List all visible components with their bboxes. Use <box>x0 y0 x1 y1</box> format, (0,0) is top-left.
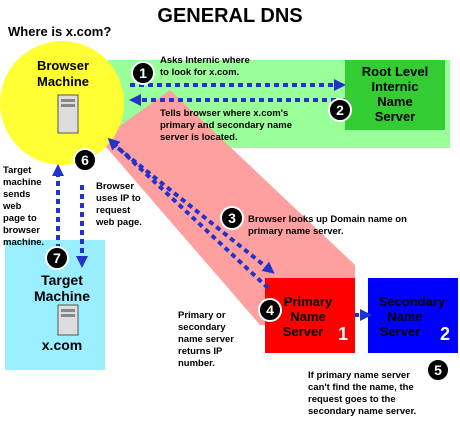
root-label-line1: Root Level <box>362 64 428 79</box>
step-1-caption-line: Asks Internic where <box>160 55 250 66</box>
browser-label-line1: Browser <box>37 58 89 73</box>
primary-label-line2: Name <box>290 309 325 324</box>
step-7-caption-line: sends <box>3 189 30 200</box>
diagram-title: GENERAL DNS <box>157 5 302 27</box>
step-badge-5-number: 5 <box>434 362 442 378</box>
primary-label-line1: Primary <box>284 294 333 309</box>
step-5-caption-line: If primary name server <box>308 370 410 381</box>
browser-computer-icon <box>57 94 79 134</box>
step-badge-7-number: 7 <box>53 250 61 266</box>
step-6-caption-line: web page. <box>95 217 142 228</box>
root-label-line3: Name <box>377 94 412 109</box>
secondary-label-line1: Secondary <box>379 294 446 309</box>
step-2-caption-line: server is located. <box>160 132 238 143</box>
step-badge-4: 4 <box>258 298 282 322</box>
step-badge-5: 5 <box>426 358 450 382</box>
secondary-label-line3: Server <box>380 324 420 339</box>
browser-label-line2: Machine <box>37 74 89 89</box>
step-1-caption-line: to look for x.com. <box>160 67 239 78</box>
step-4-caption-line: returns IP <box>178 346 223 357</box>
step-badge-3-number: 3 <box>228 210 236 226</box>
secondary-number: 2 <box>440 324 450 344</box>
step-4-caption-line: secondary <box>178 322 226 333</box>
primary-number: 1 <box>338 324 348 344</box>
step-7-caption-line: machine <box>3 177 42 188</box>
step-badge-1: 1 <box>131 61 155 85</box>
step-5-caption-line: secondary name server. <box>308 406 416 417</box>
step-badge-1-number: 1 <box>139 65 147 81</box>
step-4-caption-line: Primary or <box>178 310 226 321</box>
step-badge-6: 6 <box>73 148 97 172</box>
step-4-caption-line: name server <box>178 334 234 345</box>
root-label-line4: Server <box>375 109 415 124</box>
question-text: Where is x.com? <box>8 24 111 39</box>
secondary-server-node <box>368 278 458 353</box>
root-server-node <box>345 60 445 130</box>
step-3-caption-line: primary name server. <box>248 226 344 237</box>
step-4-caption-line: number. <box>178 358 215 369</box>
target-label-line2: Machine <box>34 288 90 304</box>
step-6-caption-line: request <box>96 205 131 216</box>
step-badge-2-number: 2 <box>336 102 344 118</box>
step-2-caption-line: Tells browser where x.com's <box>160 108 288 119</box>
step-6-caption-line: uses IP to <box>96 193 141 204</box>
primary-label-line3: Server <box>283 324 323 339</box>
secondary-label-line2: Name <box>387 309 422 324</box>
step-5-caption-line: request goes to the <box>308 394 396 405</box>
step-7-caption-line: browser <box>3 225 40 236</box>
step-badge-6-number: 6 <box>81 152 89 168</box>
step-3-caption-line: Browser looks up Domain name on <box>248 214 407 225</box>
target-computer-icon <box>57 304 79 336</box>
step-7-caption-line: Target <box>3 165 32 176</box>
target-domain-label: x.com <box>42 337 82 353</box>
step-badge-2: 2 <box>328 98 352 122</box>
step-5-caption-line: can't find the name, the <box>308 382 414 393</box>
step-7-caption-line: machine. <box>3 237 44 248</box>
root-label-line2: Internic <box>372 79 419 94</box>
target-label-line1: Target <box>41 272 83 288</box>
step-badge-4-number: 4 <box>266 302 274 318</box>
step-7-caption-line: web <box>2 201 22 212</box>
step-badge-3: 3 <box>220 206 244 230</box>
step-badge-7: 7 <box>45 246 69 270</box>
step-6-caption-line: Browser <box>96 181 134 192</box>
step-2-caption-line: primary and secondary name <box>160 120 292 131</box>
arrow-step-3 <box>116 146 275 274</box>
step-7-caption-line: page to <box>3 213 37 224</box>
